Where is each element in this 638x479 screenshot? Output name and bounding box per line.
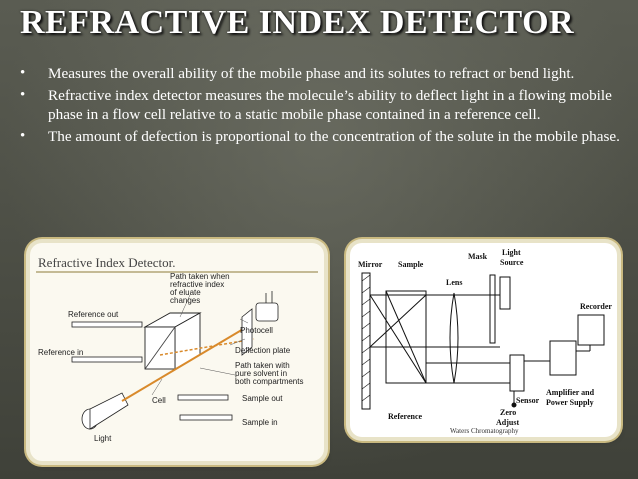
label-recorder: Recorder xyxy=(580,302,612,311)
label-photocell: Photocell xyxy=(240,326,273,335)
reference-out-tube xyxy=(71,321,143,328)
label-reference: Reference xyxy=(388,412,423,421)
mirror xyxy=(361,272,371,410)
bullet-list: • Measures the overall ability of the mob… xyxy=(14,64,624,149)
label-reference-in: Reference in xyxy=(38,348,83,357)
cell xyxy=(143,312,202,370)
label-mirror: Mirror xyxy=(358,260,383,269)
sample-out-tube xyxy=(177,394,229,401)
label-amplifier: Power Supply xyxy=(546,398,594,407)
label-path-pure: both compartments xyxy=(235,377,303,386)
beam-eluate xyxy=(159,338,255,356)
lens xyxy=(449,292,459,384)
label-path-pure: pure solvent in xyxy=(235,369,287,378)
bullet-dot: • xyxy=(20,65,26,81)
sensor xyxy=(509,354,525,392)
label-path-eluate: refractive index xyxy=(170,280,224,289)
label-cell: Cell xyxy=(152,396,166,405)
label-path-eluate: of eluate xyxy=(170,288,201,297)
deflection-plate xyxy=(241,308,253,356)
label-sample-in: Sample in xyxy=(242,418,278,427)
label-credit: Waters Chromatography xyxy=(450,427,519,435)
bullet-text: The amount of defection is proportional … xyxy=(48,128,620,145)
reference-in-tube xyxy=(71,356,143,363)
label-reference-out: Reference out xyxy=(68,310,119,319)
photocell xyxy=(255,291,279,322)
label-sample-out: Sample out xyxy=(242,394,283,403)
bullet-item: • Measures the overall ability of the mob… xyxy=(14,64,624,83)
label-mask: Mask xyxy=(468,252,488,261)
amplifier xyxy=(549,340,577,376)
left-diagram-heading: Refractive Index Detector. xyxy=(38,255,176,270)
label-path-eluate: changes xyxy=(170,296,200,305)
light-source-lamp xyxy=(499,276,511,310)
light-source xyxy=(81,392,129,430)
label-lens: Lens xyxy=(446,278,462,287)
beam-pure xyxy=(121,324,251,402)
label-zero-adjust: Zero xyxy=(500,408,516,417)
label-zero-adjust: Adjust xyxy=(496,418,519,427)
bullet-dot: • xyxy=(20,128,26,144)
zero-adjust-knob xyxy=(511,402,517,408)
label-amplifier: Amplifier and xyxy=(546,388,595,397)
bullet-dot: • xyxy=(20,87,26,103)
bullet-item: • The amount of defection is proportional… xyxy=(14,127,624,146)
label-path-pure: Path taken with xyxy=(235,361,290,370)
right-diagram-card: Mirror Sample Mask Light Source Lens Rec… xyxy=(350,243,617,437)
label-light: Light xyxy=(94,434,112,443)
recorder xyxy=(577,314,605,346)
slide-title: REFRACTIVE INDEX DETECTOR xyxy=(20,4,575,41)
bullet-item: • Refractive index detector measures the … xyxy=(14,86,624,124)
label-light-source: Light xyxy=(502,248,521,257)
label-path-eluate: Path taken when xyxy=(170,272,230,281)
sample-in-tube xyxy=(179,414,233,421)
label-sensor: Sensor xyxy=(516,396,540,405)
right-diagram-svg: Mirror Sample Mask Light Source Lens Rec… xyxy=(358,248,612,435)
label-sample: Sample xyxy=(398,260,424,269)
mask xyxy=(489,274,496,344)
label-deflection-plate: Deflection plate xyxy=(235,346,291,355)
left-diagram-svg: Refractive Index Detector. xyxy=(36,255,318,443)
left-diagram-card: Refractive Index Detector. xyxy=(30,243,324,461)
label-light-source: Source xyxy=(500,258,524,267)
bullet-text: Measures the overall ability of the mobi… xyxy=(48,65,575,82)
bullet-text: Refractive index detector measures the m… xyxy=(48,87,612,123)
